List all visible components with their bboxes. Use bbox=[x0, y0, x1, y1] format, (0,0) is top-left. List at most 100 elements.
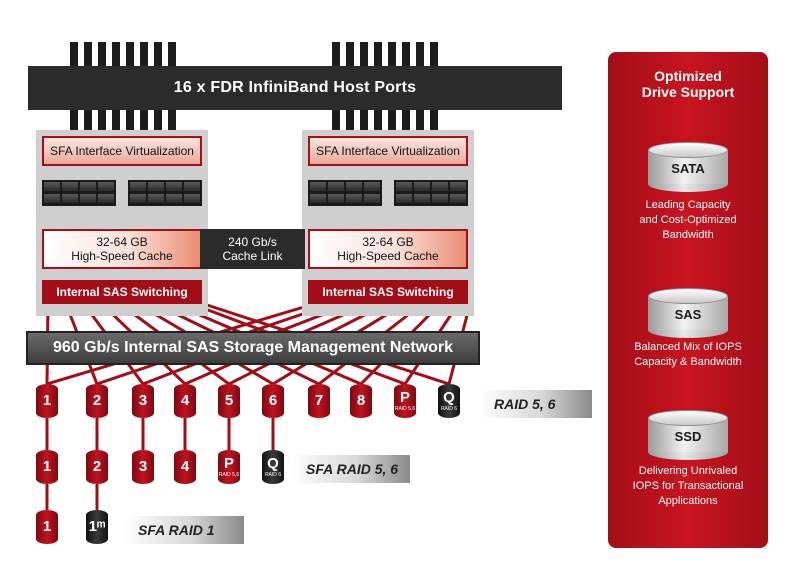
host-port-pin bbox=[346, 42, 354, 66]
drive-label: 8 bbox=[356, 392, 366, 409]
sata-description: Leading Capacity and Cost-Optimized Band… bbox=[612, 198, 764, 243]
switching-label: Internal SAS Switching bbox=[322, 285, 454, 299]
drive-8: 8 bbox=[350, 384, 372, 418]
drive-5: 5 bbox=[218, 384, 240, 418]
interface-label: SFA Interface Virtualization bbox=[316, 144, 460, 158]
cache-size: 32-64 GB bbox=[96, 235, 148, 249]
sas-description: Balanced Mix of IOPS Capacity & Bandwidt… bbox=[612, 340, 764, 370]
host-port-pin bbox=[98, 110, 106, 132]
desc-line: Bandwidth bbox=[662, 229, 714, 241]
drive-label: 2 bbox=[92, 458, 102, 475]
drive-2: 2 bbox=[86, 384, 108, 418]
cache-link-label: Cache Link bbox=[222, 249, 283, 263]
panel-title-line1: Optimized bbox=[654, 68, 722, 84]
controller-right: SFA Interface Virtualization 32-64 GB Hi… bbox=[302, 130, 474, 316]
desc-line: Balanced Mix of IOPS bbox=[634, 341, 742, 353]
host-port-pin bbox=[374, 110, 382, 132]
drive-label: 1ᵐ bbox=[88, 518, 106, 535]
sas-switching-right: Internal SAS Switching bbox=[308, 280, 468, 304]
drive-label: Q bbox=[267, 455, 279, 472]
drive-type-label: SAS bbox=[674, 307, 702, 322]
interface-virtualization-left: SFA Interface Virtualization bbox=[42, 136, 202, 166]
host-port-pin bbox=[98, 42, 106, 66]
sas-switching-left: Internal SAS Switching bbox=[42, 280, 202, 304]
host-port-pin bbox=[84, 110, 92, 132]
row-label-text: SFA RAID 5, 6 bbox=[306, 461, 399, 477]
drive-label: P bbox=[399, 389, 410, 406]
host-port-pin bbox=[430, 42, 438, 66]
host-port-pin bbox=[112, 42, 120, 66]
drive-label: 4 bbox=[180, 458, 190, 475]
processor-chips-right-a bbox=[308, 180, 382, 206]
drive-7: 7 bbox=[308, 384, 330, 418]
drive-1ᵐ: 1ᵐ bbox=[86, 510, 108, 544]
cache-link-speed: 240 Gb/s bbox=[228, 235, 277, 249]
drive-label: 4 bbox=[180, 392, 190, 409]
host-port-pin bbox=[332, 42, 340, 66]
drive-raid-sublabel: RAID 6 bbox=[440, 406, 458, 412]
host-port-pin bbox=[168, 110, 176, 132]
drive-label: 1 bbox=[42, 518, 52, 535]
cache-type: High-Speed Cache bbox=[337, 249, 439, 263]
drive-type-label: SATA bbox=[671, 161, 705, 176]
host-port-pin bbox=[332, 110, 340, 132]
processor-chips-left-b bbox=[128, 180, 202, 206]
drive-1: 1 bbox=[36, 450, 58, 484]
high-speed-cache-right: 32-64 GB High-Speed Cache bbox=[308, 229, 468, 269]
host-port-pin bbox=[70, 42, 78, 66]
drive-label: Q bbox=[443, 389, 455, 406]
host-port-pin bbox=[70, 110, 78, 132]
host-port-pin bbox=[168, 42, 176, 66]
drive-1: 1 bbox=[36, 384, 58, 418]
drive-label: 3 bbox=[138, 458, 148, 475]
drive-3: 3 bbox=[132, 450, 154, 484]
host-port-pin bbox=[388, 110, 396, 132]
sas-drive-icon: SAS bbox=[648, 288, 728, 338]
host-port-pin bbox=[416, 42, 424, 66]
drive-2: 2 bbox=[86, 450, 108, 484]
cache-type: High-Speed Cache bbox=[71, 249, 173, 263]
desc-line: IOPS for Transactional bbox=[632, 480, 744, 492]
host-port-pin bbox=[402, 42, 410, 66]
host-port-pin bbox=[388, 42, 396, 66]
drive-label: 1 bbox=[42, 392, 52, 409]
ssd-drive-icon: SSD bbox=[648, 410, 728, 460]
drive-1: 1 bbox=[36, 510, 58, 544]
desc-line: Delivering Unrivaled bbox=[638, 465, 738, 477]
host-port-pin bbox=[126, 110, 134, 132]
drive-label: 5 bbox=[224, 392, 234, 409]
drive-raid-sublabel: RAID 5,6 bbox=[218, 472, 240, 478]
drive-label: 1 bbox=[42, 458, 52, 475]
row-label-sfa-raid56: SFA RAID 5, 6 bbox=[292, 455, 410, 483]
switching-label: Internal SAS Switching bbox=[56, 285, 188, 299]
drive-6: 6 bbox=[262, 384, 284, 418]
drive-4: 4 bbox=[174, 450, 196, 484]
host-port-pin bbox=[402, 110, 410, 132]
processor-chips-left-a bbox=[42, 180, 116, 206]
high-speed-cache-left: 32-64 GB High-Speed Cache bbox=[42, 229, 202, 269]
drive-label: 3 bbox=[138, 392, 148, 409]
panel-title: Optimized Drive Support bbox=[608, 68, 768, 100]
drive-label: 6 bbox=[268, 392, 278, 409]
cache-size: 32-64 GB bbox=[362, 235, 414, 249]
desc-line: and Cost-Optimized bbox=[639, 214, 737, 226]
host-port-pin bbox=[416, 110, 424, 132]
ssd-description: Delivering Unrivaled IOPS for Transactio… bbox=[612, 464, 764, 509]
drive-label: 2 bbox=[92, 392, 102, 409]
host-port-pin bbox=[140, 110, 148, 132]
desc-line: Leading Capacity bbox=[645, 199, 731, 211]
drive-support-panel: Optimized Drive Support SATA Leading Cap… bbox=[608, 52, 768, 548]
desc-line: Applications bbox=[658, 495, 718, 507]
row-label-text: SFA RAID 1 bbox=[138, 522, 215, 538]
desc-line: Capacity & Bandwidth bbox=[634, 356, 742, 368]
cache-link: 240 Gb/s Cache Link bbox=[200, 229, 305, 269]
row-label-sfa-raid1: SFA RAID 1 bbox=[124, 516, 244, 544]
drive-label: 7 bbox=[314, 392, 324, 409]
host-ports-bar: 16 x FDR InfiniBand Host Ports bbox=[28, 66, 562, 110]
drive-raid-sublabel: RAID 6 bbox=[264, 472, 282, 478]
controller-left: SFA Interface Virtualization 32-64 GB Hi… bbox=[36, 130, 208, 316]
host-port-pin bbox=[126, 42, 134, 66]
